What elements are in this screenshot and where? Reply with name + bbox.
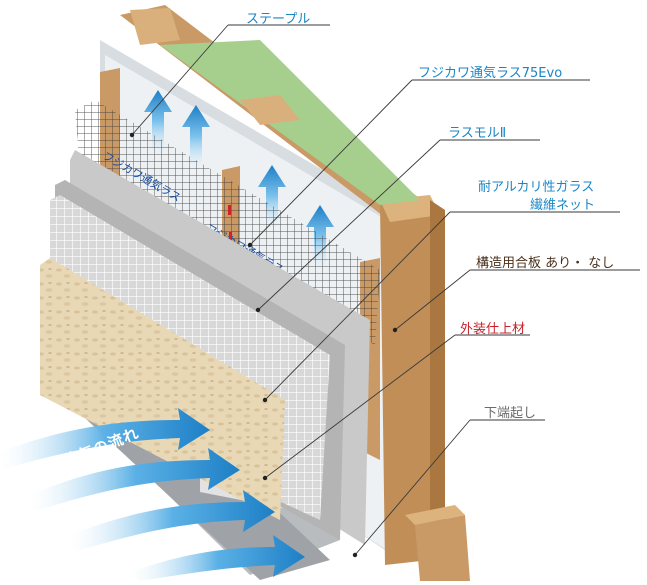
callout-staple: ステープル <box>246 12 311 27</box>
leader-plywood <box>394 269 471 331</box>
staple-marks <box>228 205 232 242</box>
insulation-layer <box>160 40 420 205</box>
leader-finish <box>264 334 456 479</box>
callout-finish: 外装仕上材 <box>460 322 526 337</box>
inward-airflow-arrows <box>0 408 305 581</box>
leader-lines <box>131 24 640 556</box>
bottom-sill <box>405 505 470 581</box>
callout-lath-mortar: ラスモルⅡ <box>448 126 507 141</box>
exterior-finish-layer <box>40 258 285 520</box>
callout-plywood: 構造用合板 あり・ なし <box>476 256 615 271</box>
callout-vent-lath: フジカワ通気ラス75Evo <box>418 66 563 81</box>
callout-glass-net-1: 耐アルカリ性ガラス <box>478 180 595 195</box>
leader-mortar <box>257 139 441 311</box>
callout-bottom-edge: 下端起し <box>484 406 537 421</box>
leader-dots <box>129 132 398 558</box>
leader-vent-lath <box>249 79 413 246</box>
batten-top <box>240 95 300 125</box>
leader-bottom <box>354 419 471 556</box>
leader-net <box>264 211 451 401</box>
callout-glass-net-2: 繊維ネット <box>530 198 596 213</box>
leader-staple <box>131 24 229 136</box>
